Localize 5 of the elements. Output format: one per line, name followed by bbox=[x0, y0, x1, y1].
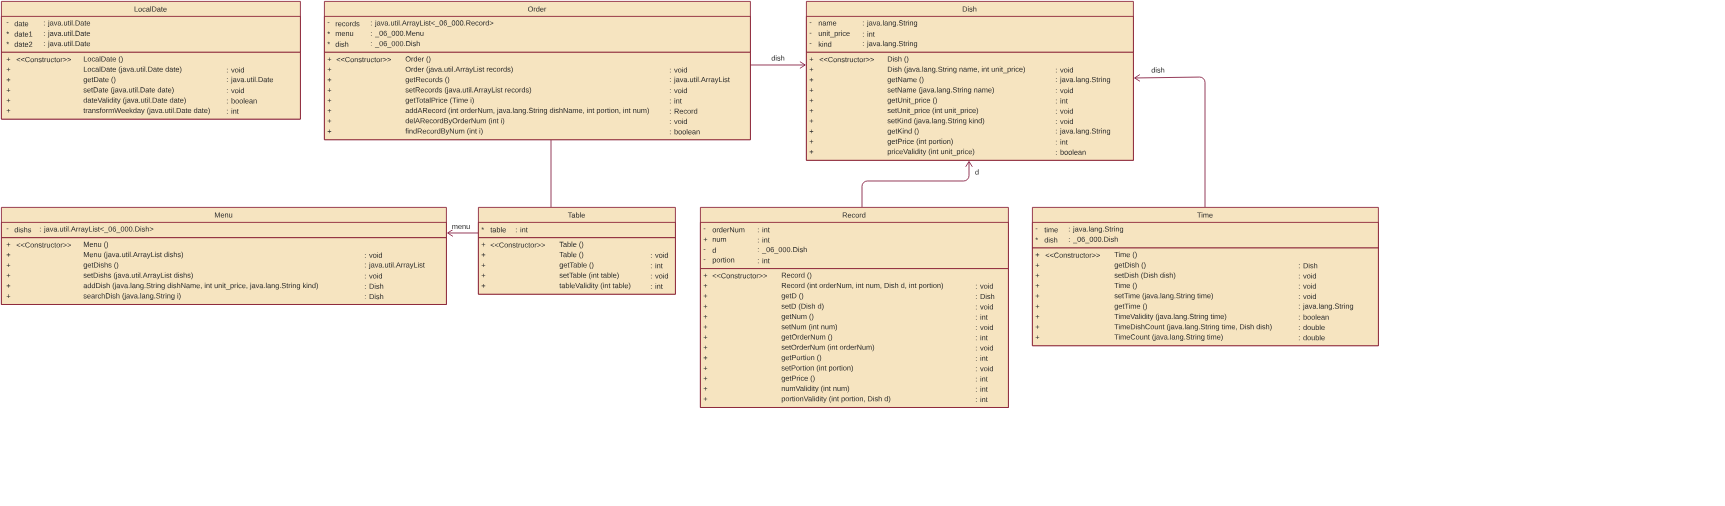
association-arrow bbox=[447, 229, 479, 237]
association-arrow bbox=[861, 161, 973, 208]
association-line bbox=[550, 139, 552, 208]
association-arrow bbox=[750, 61, 806, 69]
association-arrow bbox=[1134, 74, 1206, 208]
